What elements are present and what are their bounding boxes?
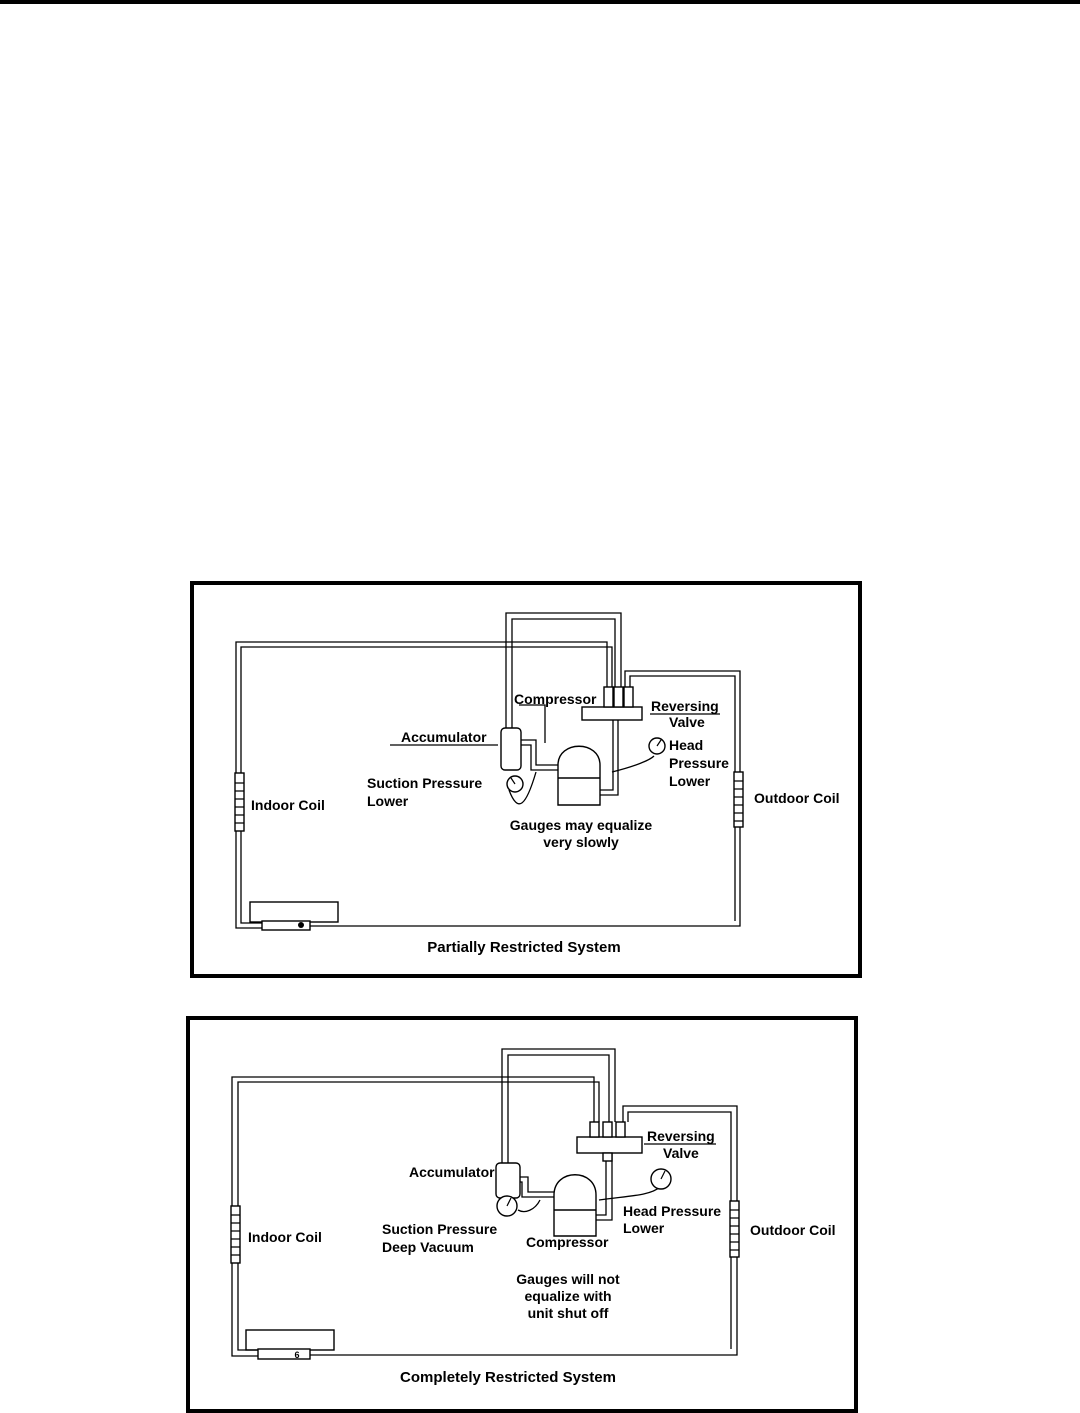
compressor bbox=[557, 745, 601, 806]
valve-port bbox=[602, 1121, 613, 1138]
gauges-note: very slowly bbox=[543, 834, 619, 850]
accumulator bbox=[495, 1162, 521, 1199]
head-pressure-label: Pressure bbox=[669, 755, 729, 771]
refrigerant-lines bbox=[235, 612, 741, 929]
head-pressure-label: Head Pressure bbox=[623, 1203, 721, 1219]
reversing-valve bbox=[576, 1136, 643, 1154]
reversing-valve-label: Valve bbox=[669, 714, 705, 730]
suction-pressure-label: Lower bbox=[367, 793, 409, 809]
metering-device bbox=[257, 1348, 311, 1360]
reversing-valve-label: Valve bbox=[663, 1145, 699, 1161]
reversing-valve-label: Reversing bbox=[647, 1128, 715, 1144]
accumulator-label: Accumulator bbox=[401, 729, 487, 745]
reversing-valve-label: Reversing bbox=[651, 698, 719, 714]
valve-port bbox=[602, 1152, 613, 1162]
valve-port bbox=[615, 1121, 626, 1138]
diagram-partially-restricted: Compressor Reversing Valve Accumulator H… bbox=[190, 581, 862, 978]
refrigerant-lines bbox=[231, 1048, 738, 1357]
restriction-dot bbox=[298, 922, 304, 928]
gauges-note: unit shut off bbox=[528, 1305, 609, 1321]
compressor bbox=[553, 1174, 597, 1237]
indoor-coil-label: Indoor Coil bbox=[251, 797, 325, 813]
suction-pressure-label: Suction Pressure bbox=[367, 775, 482, 791]
page-top-rule bbox=[0, 0, 1080, 4]
compressor-label: Compressor bbox=[514, 691, 597, 707]
metering-device bbox=[261, 920, 311, 931]
indoor-coil bbox=[234, 772, 245, 832]
head-pressure-label: Lower bbox=[623, 1220, 665, 1236]
outdoor-coil-label: Outdoor Coil bbox=[750, 1222, 836, 1238]
diagram-caption: Completely Restricted System bbox=[400, 1369, 616, 1386]
metering-device-mark: 6 bbox=[294, 1350, 299, 1360]
outdoor-coil-label: Outdoor Coil bbox=[754, 790, 840, 806]
suction-pressure-label: Suction Pressure bbox=[382, 1221, 497, 1237]
gauges-note: equalize with bbox=[524, 1288, 611, 1304]
outdoor-coil bbox=[733, 771, 744, 828]
head-pressure-label: Head bbox=[669, 737, 703, 753]
valve-port bbox=[603, 686, 614, 708]
accumulator bbox=[500, 727, 522, 771]
diagram-frame bbox=[190, 581, 862, 978]
valve-port bbox=[613, 686, 624, 708]
gauges-note: Gauges will not bbox=[516, 1271, 620, 1287]
compressor-label: Compressor bbox=[526, 1234, 609, 1250]
gauges-note: Gauges may equalize bbox=[510, 817, 653, 833]
diagram-completely-restricted: 6 Reversing Valve Accumulator Head Press… bbox=[186, 1016, 858, 1413]
accumulator-label: Accumulator bbox=[409, 1164, 495, 1180]
reversing-valve bbox=[581, 706, 643, 721]
indoor-coil bbox=[230, 1205, 241, 1264]
valve-port bbox=[589, 1121, 600, 1138]
valve-port bbox=[623, 686, 634, 708]
indoor-coil-label: Indoor Coil bbox=[248, 1229, 322, 1245]
diagram-caption: Partially Restricted System bbox=[427, 939, 620, 956]
diagram-frame bbox=[186, 1016, 858, 1413]
outdoor-coil bbox=[729, 1200, 740, 1258]
suction-pressure-label: Deep Vacuum bbox=[382, 1239, 474, 1255]
head-pressure-label: Lower bbox=[669, 773, 711, 789]
